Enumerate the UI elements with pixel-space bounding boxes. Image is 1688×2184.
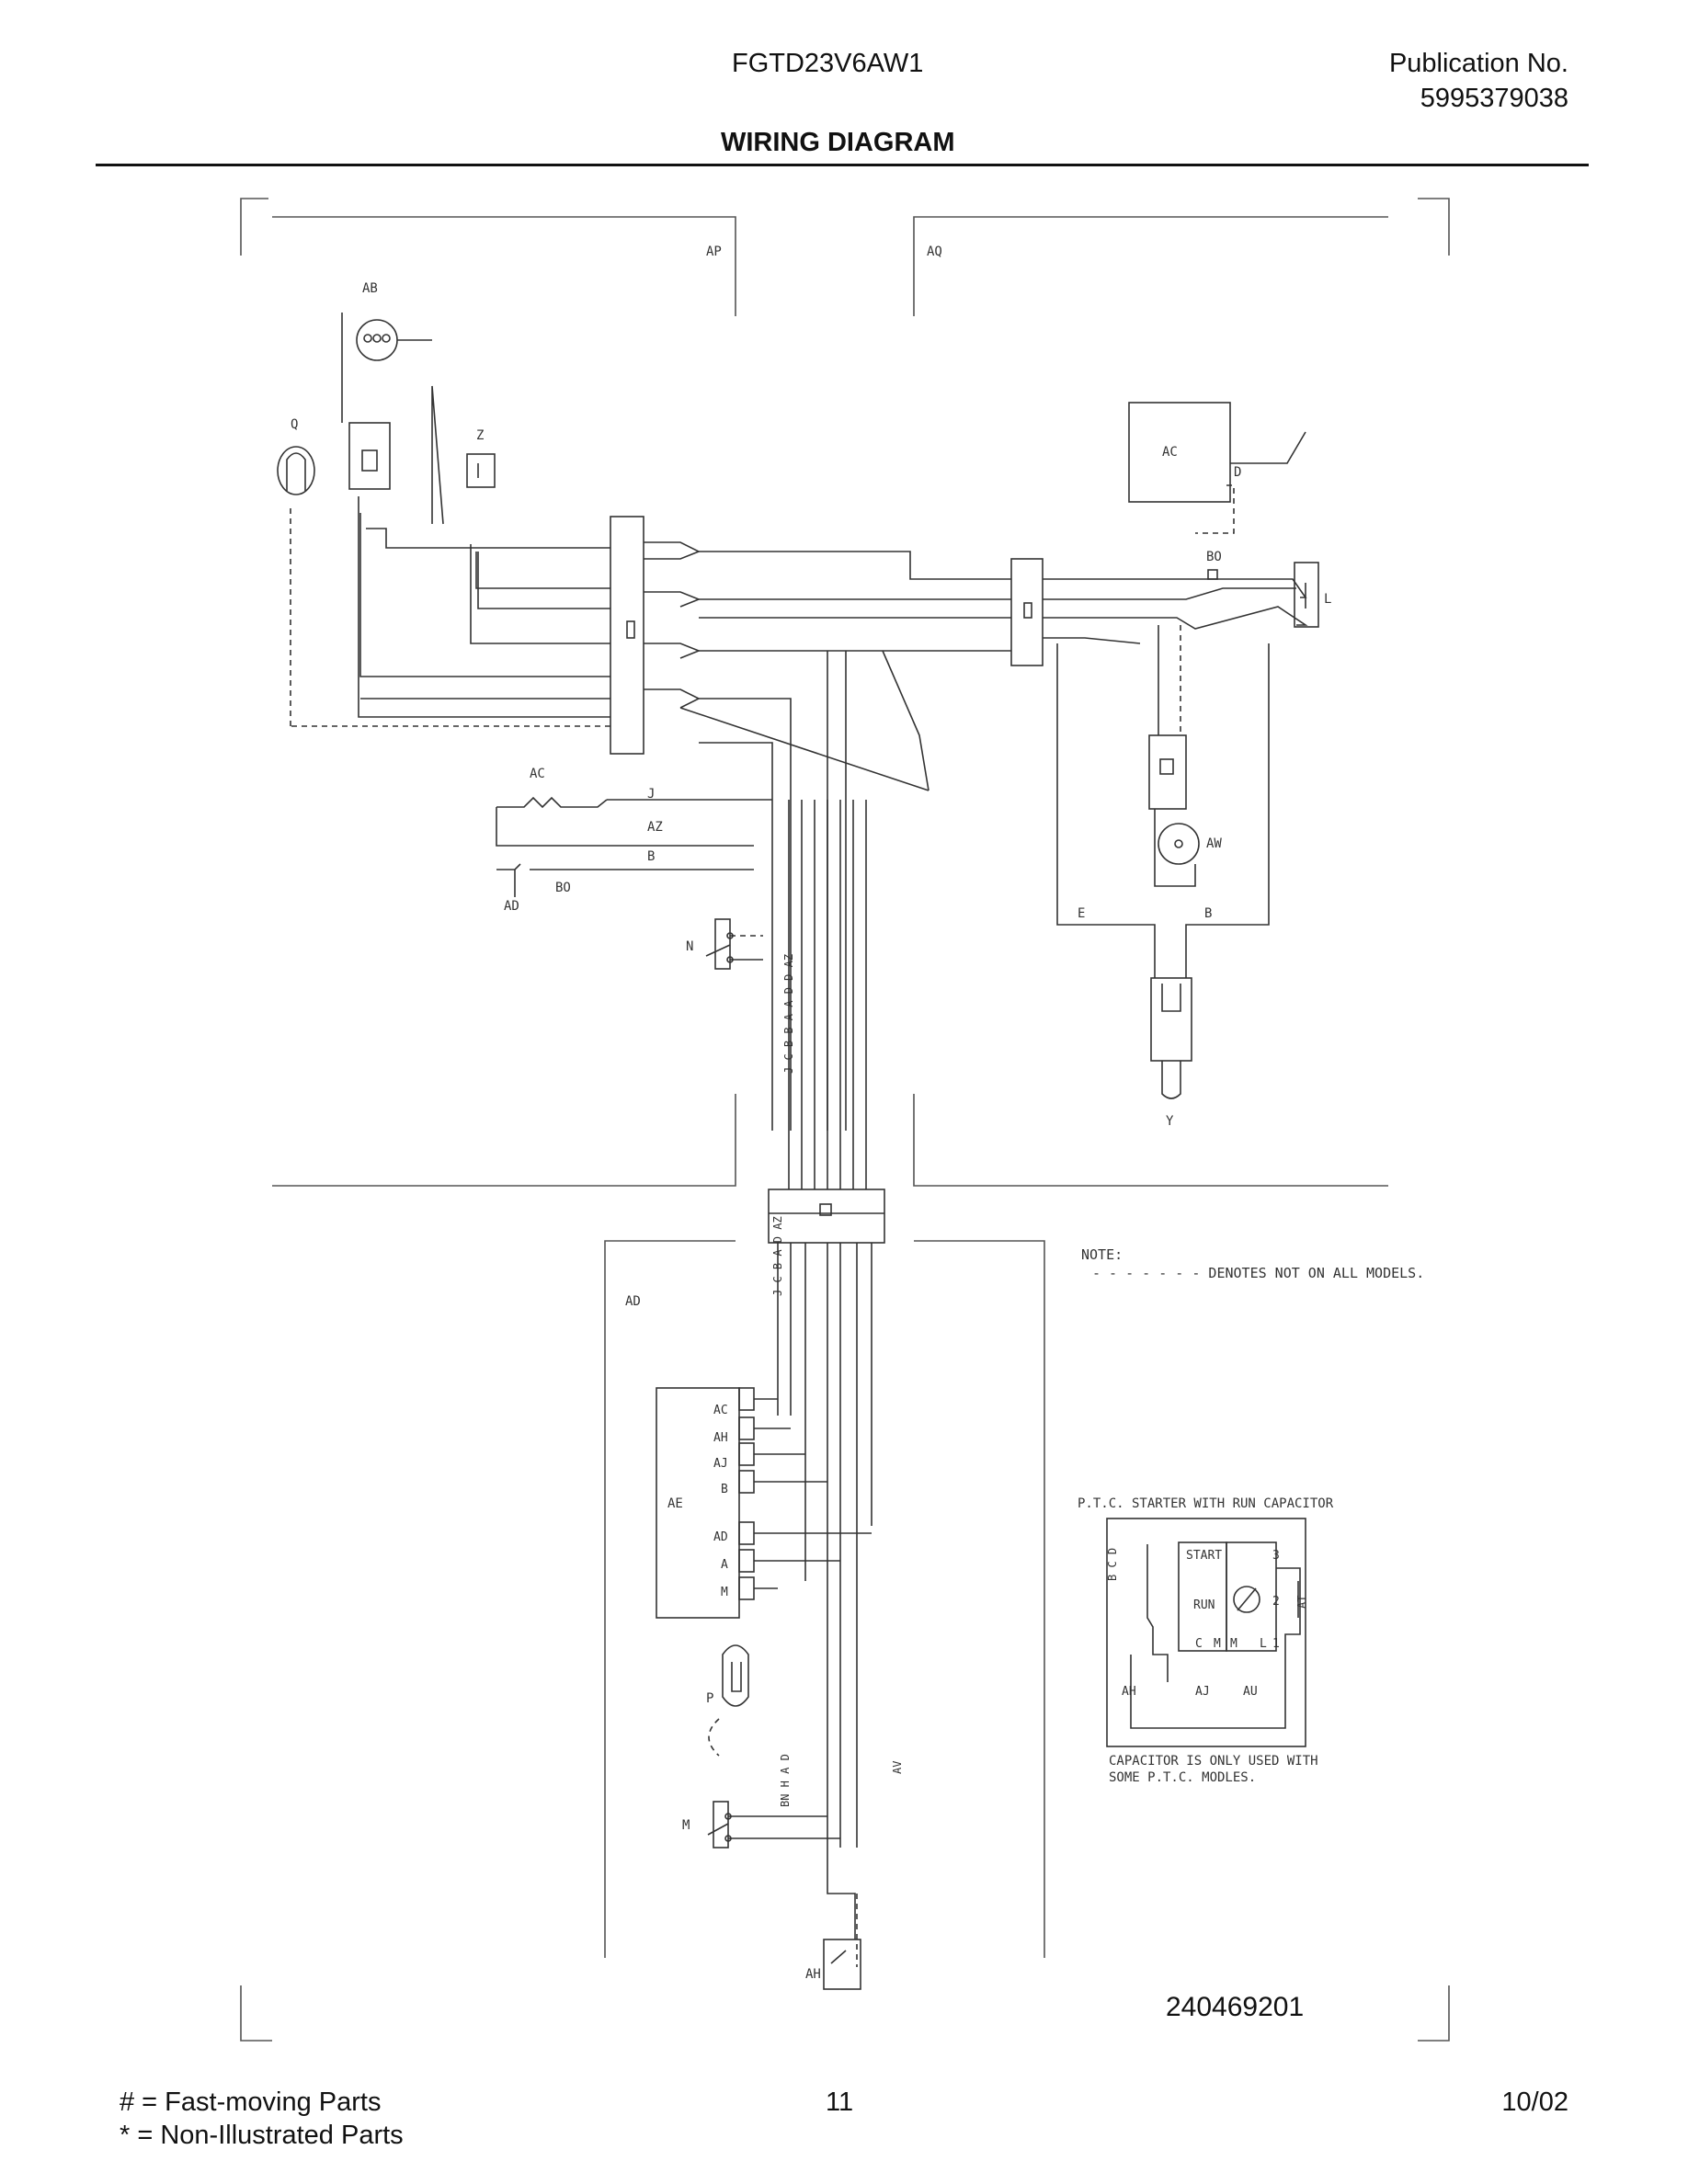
header-rule <box>96 164 1589 166</box>
lower-bundle <box>777 1243 873 1848</box>
svg-text:1: 1 <box>1272 1637 1280 1651</box>
ae-label: AE <box>667 1496 683 1511</box>
vertical-bundle <box>788 800 867 1189</box>
z-label: Z <box>476 428 484 443</box>
zone-ad-label: AD <box>625 1294 641 1309</box>
b-wire-label: B <box>647 849 655 864</box>
publication-date: 10/02 <box>1501 2087 1568 2117</box>
ac-label: AC <box>1162 445 1178 460</box>
ah-label: AH <box>805 1967 821 1982</box>
legend-fast-moving: # = Fast-moving Parts <box>120 2087 382 2117</box>
l-component <box>1294 562 1319 628</box>
ab-label: AB <box>362 281 378 296</box>
ac-heater-label: AC <box>530 767 545 781</box>
zone-aq-label: AQ <box>927 245 942 259</box>
svg-text:AU: AU <box>1243 1685 1258 1699</box>
svg-text:L: L <box>1260 1637 1267 1651</box>
terminal-block-main <box>610 516 644 755</box>
ptc-note-1: CAPACITOR IS ONLY USED WITH <box>1109 1754 1318 1769</box>
ae-pins-2: AH <box>713 1431 728 1445</box>
svg-text:C: C <box>1195 1637 1203 1651</box>
svg-text:M: M <box>1230 1637 1237 1651</box>
left-harness <box>290 496 610 727</box>
z-component <box>431 385 496 525</box>
m-component <box>707 1801 840 1848</box>
note-text: - - - - - - - DENOTES NOT ON ALL MODELS. <box>1092 1265 1424 1281</box>
bundle-labels-top: J C B B A A D D AZ <box>782 954 795 1074</box>
zone-ap-label: AP <box>706 245 722 259</box>
svg-text:RUN: RUN <box>1193 1598 1215 1612</box>
page-title: WIRING DIAGRAM <box>721 128 955 157</box>
connector-center <box>768 1189 885 1244</box>
legend-non-illustrated: * = Non-Illustrated Parts <box>120 2121 404 2150</box>
ptc-note-2: SOME P.T.C. MODLES. <box>1109 1770 1256 1785</box>
page-number: 11 <box>826 2087 854 2117</box>
n-component <box>705 918 763 970</box>
az-wire-label: AZ <box>647 820 663 835</box>
terminal-block-right <box>1010 558 1044 666</box>
d-top-label: D <box>1234 465 1241 480</box>
svg-text:AH: AH <box>1122 1685 1136 1699</box>
ab-component <box>341 313 432 490</box>
ae-pins-4: B <box>721 1483 728 1496</box>
frame-corners <box>240 198 1450 2042</box>
q-component <box>277 446 315 495</box>
svg-text:2: 2 <box>1272 1595 1280 1609</box>
bundle-labels-bottom: J C B A D AZ <box>771 1216 784 1296</box>
p-label: P <box>706 1691 713 1706</box>
zone-partitions <box>272 216 1388 1958</box>
aw-label: AW <box>1206 836 1222 851</box>
model-number: FGTD23V6AW1 <box>732 49 924 78</box>
ad-switch-label: AD <box>504 899 519 914</box>
bo-switch-label: BO <box>555 881 571 895</box>
ae-pins-5: AD <box>713 1530 728 1544</box>
m-label: M <box>682 1818 690 1833</box>
av-label: AV <box>891 1761 904 1774</box>
ae-pins-6: A <box>721 1558 728 1572</box>
svg-text:START: START <box>1186 1549 1222 1563</box>
document-number: 240469201 <box>1166 1992 1305 2022</box>
svg-text:B C D: B C D <box>1106 1548 1119 1581</box>
ae-control-board <box>656 1387 872 1619</box>
j-wire-label: J <box>647 787 655 802</box>
l-label: L <box>1324 592 1331 607</box>
ptc-title: P.T.C. STARTER WITH RUN CAPACITOR <box>1078 1496 1334 1511</box>
e-label-right: E <box>1078 906 1085 921</box>
ae-pins: AC <box>713 1404 728 1417</box>
bo-label-right: BO <box>1206 550 1222 564</box>
aw-component <box>1148 625 1200 887</box>
y-component <box>1056 643 1270 1099</box>
y-label: Y <box>1166 1114 1174 1129</box>
publication-label: Publication No. <box>1388 49 1568 78</box>
n-label: N <box>686 939 693 954</box>
svg-text:AJ: AJ <box>1195 1685 1210 1699</box>
ae-pins-3: AJ <box>713 1457 728 1471</box>
svg-text:AT: AT <box>1295 1596 1308 1609</box>
p-component <box>708 1644 749 1757</box>
note-title: NOTE: <box>1081 1246 1123 1263</box>
lower-wire-labels: BN H A D <box>779 1754 792 1807</box>
svg-text:3: 3 <box>1272 1549 1280 1563</box>
bo-box-right <box>1207 569 1218 580</box>
heater-harness <box>496 796 772 897</box>
b-label-right: B <box>1204 906 1212 921</box>
q-label: Q <box>291 417 298 432</box>
publication-number: 5995379038 <box>1420 84 1568 113</box>
ac-component <box>1128 402 1306 534</box>
svg-text:M: M <box>1214 1637 1221 1651</box>
ae-pins-7: M <box>721 1586 728 1599</box>
ptc-inset: START RUN C M M L 3 2 1 AH AJ AU B C D A… <box>1106 1518 1308 1747</box>
ah-component <box>823 1848 861 1990</box>
